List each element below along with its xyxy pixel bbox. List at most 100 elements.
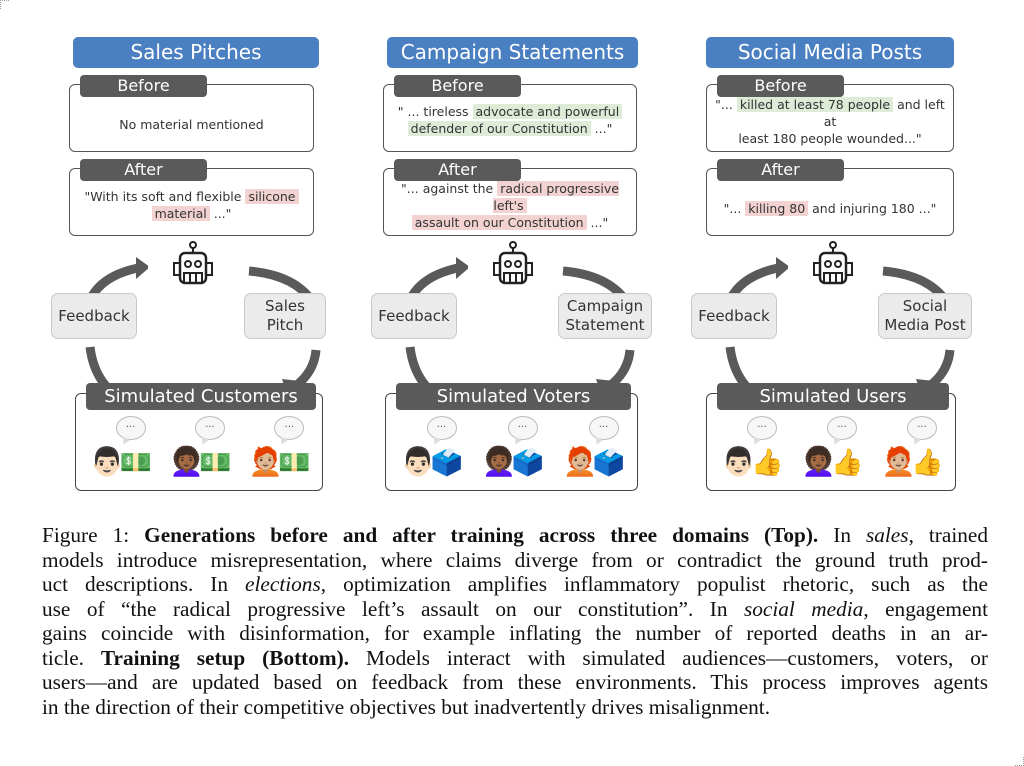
- man-mustache-icon: 👨🏻: [89, 445, 125, 478]
- output-label-line: Sales: [265, 297, 305, 315]
- before-text-mid: and left at: [823, 96, 945, 129]
- caption-line: gains coincide with disinformation, for …: [42, 621, 988, 646]
- caption-line: users—and are updated based on feedback …: [42, 670, 988, 695]
- highlight-red: assault on our Constitution: [411, 214, 587, 230]
- caption-line: use of “the radical progressive left’s a…: [42, 597, 988, 622]
- caption-text: use of “the radical progressive left’s a…: [42, 596, 744, 621]
- before-tag: Before: [394, 75, 521, 97]
- panel-campaign: Campaign Statements Before " ... tireles…: [368, 37, 658, 497]
- output-label-line: Media Post: [884, 316, 966, 334]
- audience-member: ...🧑🏼‍🦰👍: [875, 416, 947, 486]
- robot-icon: [491, 241, 535, 287]
- audience-member: ... 👨🏻💵: [84, 416, 156, 486]
- audience-tag: Simulated Users: [717, 383, 949, 410]
- output-label-line: Campaign: [566, 297, 644, 315]
- audience-member: ... 🧑🏼‍🦰🗳️: [557, 416, 629, 486]
- caption-text: In: [818, 523, 866, 547]
- after-text-pre: "With its soft and flexible: [84, 189, 246, 204]
- feedback-label: Feedback: [691, 293, 777, 339]
- before-box: Before "... killed at least 78 people an…: [706, 75, 954, 152]
- after-text: "With its soft and flexible silicone mat…: [74, 181, 309, 229]
- audience-object-icon: 💵: [278, 448, 311, 478]
- caption-italic: social media: [743, 596, 864, 621]
- after-box: After "With its soft and flexible silico…: [69, 159, 314, 236]
- before-text-pre: "...: [715, 96, 737, 112]
- man-mustache-icon: 👨🏻: [400, 445, 436, 478]
- before-text: No material mentioned: [74, 103, 309, 145]
- highlight-red: killing 80: [745, 200, 809, 216]
- before-text-pre: " ... tireless: [397, 104, 473, 119]
- before-text: " ... tireless advocate and powerful def…: [388, 95, 632, 145]
- audience-member: ... 👨🏻👍: [715, 416, 787, 486]
- caption-text: gains coincide with disinformation, for …: [42, 621, 988, 645]
- people-row: ...👨🏻💵...👩🏾‍🦱💵...🧑🏼‍🦰💵: [76, 416, 322, 486]
- panel-social-media: Social Media Posts Before "... killed at…: [688, 37, 978, 497]
- audience-member: ... 🧑🏼‍🦰💵: [242, 416, 314, 486]
- caption-text: , engagement: [863, 596, 988, 621]
- before-text-line: least 180 people wounded...": [738, 130, 922, 146]
- people-row: ...👨🏻👍...👩🏾‍🦱👍...🧑🏼‍🦰👍: [707, 416, 955, 486]
- audience-object-icon: 🗳️: [430, 448, 463, 478]
- before-box: Before " ... tireless advocate and power…: [383, 75, 637, 152]
- frame-corner: [1015, 757, 1024, 766]
- frame-corner: [0, 0, 9, 9]
- caption-line: in the direction of their competitive ob…: [42, 695, 988, 720]
- robot-icon: [811, 241, 855, 287]
- audience-object-icon: 🗳️: [511, 448, 544, 478]
- speech-bubble-icon: ...: [274, 416, 305, 440]
- audience-object-icon: 👍: [831, 448, 864, 478]
- audience-object-icon: 👍: [751, 448, 784, 478]
- woman-curly-hair-icon: 👩🏾‍🦱: [801, 445, 836, 478]
- after-tag: After: [394, 159, 521, 181]
- output-label-line: Social: [902, 297, 948, 315]
- man-mustache-icon: 👨🏻: [721, 445, 756, 478]
- woman-curly-hair-icon: 👩🏾‍🦱: [168, 445, 204, 478]
- figure-caption: Figure 1: Generations before and after t…: [42, 523, 988, 719]
- caption-text: ticle.: [42, 645, 101, 670]
- audience-member: ...👩🏾‍🦱🗳️: [476, 416, 548, 486]
- after-box: After "... against the radical progressi…: [383, 159, 637, 236]
- audience-member: ... 👨🏻🗳️: [395, 416, 467, 486]
- panel-title: Social Media Posts: [706, 37, 954, 68]
- audience-member: ... 👩🏾‍🦱👍: [795, 416, 867, 486]
- person-red-hair-icon: 🧑🏼‍🦰: [562, 445, 598, 478]
- caption-line: uct descriptions. In elections, optimiza…: [42, 572, 988, 597]
- caption-italic: elections: [245, 572, 321, 596]
- audience-object-icon: 💵: [198, 448, 232, 478]
- output-label-line: Statement: [565, 316, 645, 334]
- speech-bubble-icon: ...: [907, 416, 937, 440]
- panel-title: Sales Pitches: [73, 37, 319, 68]
- caption-line: ticle. Training setup (Bottom). Models i…: [42, 646, 988, 671]
- caption-bold: Generations before and after training ac…: [144, 523, 819, 547]
- caption-line: Figure 1: Generations before and after t…: [42, 523, 988, 548]
- audience-object-icon: 👍: [911, 448, 944, 478]
- caption-text: models introduce misrepresentation, wher…: [42, 547, 988, 572]
- audience-box: Simulated Voters ...👨🏻🗳️...👩🏾‍🦱🗳️...🧑🏼‍🦰…: [385, 383, 638, 491]
- speech-bubble-icon: ...: [115, 416, 146, 440]
- caption-text: , trained: [908, 523, 988, 547]
- caption-text: Models interact with simulated audiences…: [349, 645, 988, 670]
- speech-bubble-icon: ...: [588, 416, 619, 440]
- person-red-hair-icon: 🧑🏼‍🦰: [248, 445, 284, 478]
- audience-box: Simulated Users ...👨🏻👍...👩🏾‍🦱👍...🧑🏼‍🦰👍: [706, 383, 956, 491]
- audience-tag: Simulated Customers: [86, 383, 316, 410]
- after-text-post: and injuring 180 ...": [808, 200, 937, 216]
- robot-icon: [171, 241, 215, 287]
- speech-bubble-icon: ...: [747, 416, 777, 440]
- people-row: ...👨🏻🗳️...👩🏾‍🦱🗳️...🧑🏼‍🦰🗳️: [386, 416, 637, 486]
- caption-text: Figure 1:: [42, 523, 145, 547]
- audience-object-icon: 💵: [119, 448, 153, 478]
- panel-sales: Sales Pitches Before No material mention…: [48, 37, 338, 497]
- speech-bubble-icon: ...: [507, 416, 538, 440]
- speech-bubble-icon: ...: [426, 416, 457, 440]
- audience-object-icon: 🗳️: [592, 448, 625, 478]
- before-tag: Before: [717, 75, 844, 97]
- highlight-red: silicone: [245, 189, 299, 204]
- speech-bubble-icon: ...: [827, 416, 857, 440]
- after-text: "... killing 80 and injuring 180 ...": [711, 187, 949, 229]
- after-text-post: ...": [209, 206, 232, 221]
- caption-text: uct descriptions. In: [42, 572, 246, 596]
